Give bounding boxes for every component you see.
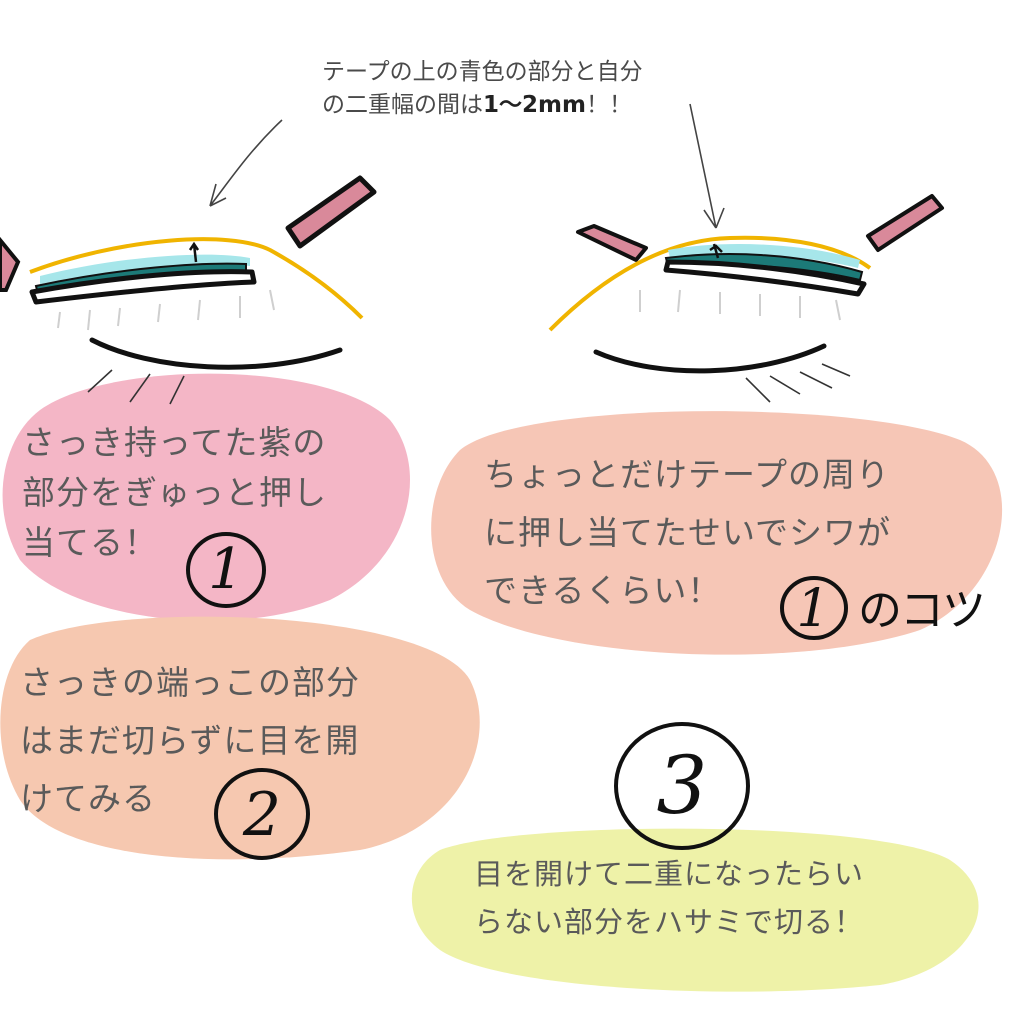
tip1-number-circle xyxy=(780,576,848,640)
right-tape-white xyxy=(663,259,867,297)
left-lashes-bottom xyxy=(87,369,185,405)
left-eyebrow-outer xyxy=(285,175,377,249)
right-eye xyxy=(548,103,944,403)
left-tape-white xyxy=(29,269,257,305)
left-arrow xyxy=(209,119,283,207)
right-eye-lower-line xyxy=(593,343,827,374)
tip1-suffix: のコツ xyxy=(858,585,986,636)
left-eye xyxy=(0,119,377,405)
right-eyelid-line xyxy=(548,235,872,332)
left-tape-blue xyxy=(40,254,250,284)
step2-number: 2 xyxy=(242,780,282,850)
right-lashes-top xyxy=(639,289,841,321)
step3-text: 目を開けて二重になったらい らない部分をハサミで切る！ xyxy=(474,857,865,939)
pink-blob xyxy=(2,373,410,621)
step2-number-circle xyxy=(214,768,310,860)
step3-number-circle xyxy=(614,722,750,850)
right-eyebrow-inner xyxy=(576,224,648,262)
top-note-line2-suffix: ！！ xyxy=(585,92,632,118)
top-note-line2-bold: 1〜2mm xyxy=(483,92,586,118)
tip1-text: ちょっとだけテープの周り に押し当てたせいでシワが できるくらい！ xyxy=(484,455,892,610)
step1-number-circle xyxy=(186,532,266,608)
top-note: テープの上の青色の部分と自分の二重幅の間は1〜2mm！！ xyxy=(322,56,643,122)
peach-blob xyxy=(0,616,480,860)
left-eye-lower-line xyxy=(89,337,343,370)
right-eyebrow-outer xyxy=(866,194,944,252)
step3-number: 3 xyxy=(656,739,708,832)
step2-text: さっきの端っこの部分 はまだ切らずに目を開 けてみる xyxy=(20,663,360,818)
yellow-blob xyxy=(411,828,979,992)
left-eyebrow-inner xyxy=(0,236,21,292)
left-tape-marker xyxy=(188,241,200,263)
left-lashes-top xyxy=(57,289,275,331)
left-eyelid-line xyxy=(29,237,364,320)
step1-number: 1 xyxy=(208,537,244,602)
step1-text: さっき持ってた紫の 部分をぎゅっと押し 当てる！ xyxy=(22,423,328,562)
right-arrow xyxy=(689,103,725,229)
salmon-blob xyxy=(431,411,1003,655)
top-note-line1: テープの上の青色の部分と自分 xyxy=(322,59,643,85)
right-tape-marker xyxy=(709,243,723,259)
top-note-line2-prefix: の二重幅の間は xyxy=(322,92,483,118)
right-lashes-bottom xyxy=(745,363,851,403)
tip1-number: 1 xyxy=(796,579,830,639)
